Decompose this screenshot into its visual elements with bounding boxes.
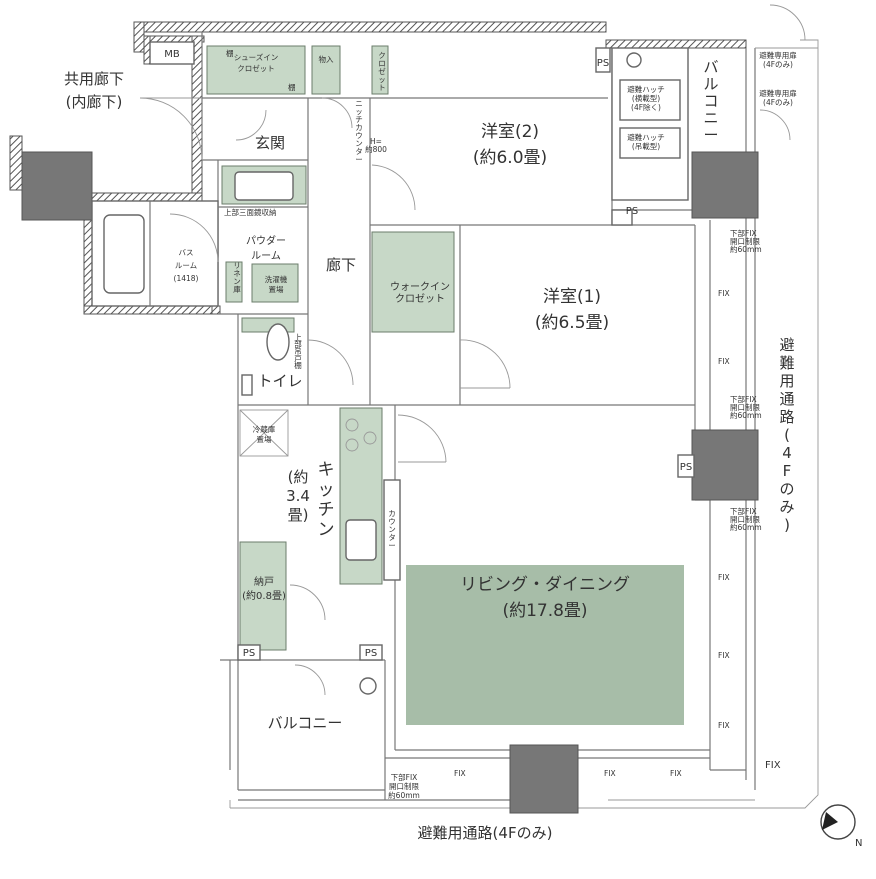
linen-fill	[225, 261, 243, 303]
column-mid-right	[691, 429, 759, 501]
ps-boxes	[237, 47, 695, 661]
ps-label-2: PS	[243, 648, 255, 659]
fix-label-b1: FIX	[454, 769, 466, 778]
washer-fill	[251, 263, 299, 303]
walkin-fill	[371, 231, 455, 333]
hatch1-label: 避難ハッチ(横載型)(4F除く)	[627, 84, 665, 112]
kitchen-sink	[345, 519, 377, 561]
toilet-paper	[241, 374, 253, 396]
ps-label-4: PS	[597, 58, 609, 69]
western1-label: 洋室(1)	[543, 287, 601, 307]
mb-box: MB	[149, 41, 195, 65]
drain-icon-right	[626, 52, 642, 68]
entrance-label: 玄関	[255, 134, 285, 152]
interior-walls	[91, 32, 819, 809]
hatch2-label: 避難ハッチ(吊載型)	[627, 132, 665, 151]
closet-small-label: クロゼット	[378, 51, 386, 92]
mb-label: MB	[164, 49, 180, 60]
sink	[234, 171, 294, 201]
western2-size: (約6.0畳)	[473, 148, 547, 168]
h800-label: H=約800	[365, 137, 387, 154]
closet-small-fill	[371, 45, 389, 95]
niche-counter-label: ニッチカウンター	[355, 99, 363, 164]
walkin-label: ウォークインクロゼット	[390, 281, 450, 305]
escape-door1-label: 避難専用扉(4Fのみ)	[759, 50, 797, 69]
drain-icon	[359, 677, 377, 695]
washer-label: 洗濯機置場	[265, 274, 288, 294]
fix-label-r4: FIX	[718, 651, 730, 660]
common-corridor-label: 共用廊下	[64, 70, 124, 88]
pantry-label: 納戸(約0.8畳)	[242, 575, 286, 602]
western2-label: 洋室(2)	[481, 122, 539, 142]
structural-column	[21, 151, 93, 221]
north-compass-icon	[820, 804, 856, 840]
multiline-labels: シューズインクロゼット 物入 バスルーム(1418) パウダールーム 洗濯機置場…	[174, 50, 798, 800]
ps-label-1: PS	[626, 206, 638, 217]
kitchen-label: キッチン	[318, 460, 335, 540]
north-label: N	[855, 838, 862, 849]
shelf-label-1: 棚	[226, 48, 234, 58]
counter-label: カウンター	[388, 509, 396, 550]
hatch-box-2	[619, 127, 681, 159]
fixtures	[103, 52, 681, 695]
shelf-label-2: 棚	[288, 82, 296, 92]
fix-label-r3: FIX	[718, 573, 730, 582]
corridor-label: 廊下	[326, 256, 356, 274]
bathtub	[103, 214, 145, 294]
toilet-shelf-label: 上部吊戸棚	[294, 333, 302, 370]
ps-label-5: PS	[680, 462, 692, 473]
fix-label-corner: FIX	[765, 760, 781, 771]
linen-label: リネン庫	[233, 261, 241, 294]
room-labels: 共用廊下 (内廊下) 玄関 廊下 トイレ 洋室(2) (約6.0畳) 洋室(1)…	[64, 48, 862, 849]
ldk-label: リビング・ダイニング	[460, 575, 630, 595]
storage-fill	[311, 45, 341, 95]
ldk-fill	[406, 565, 684, 725]
door-swings	[139, 4, 806, 696]
fix-label-r1: FIX	[718, 289, 730, 298]
bath-label: バスルーム(1418)	[174, 248, 199, 283]
fix-label-r2: FIX	[718, 357, 730, 366]
common-corridor-sub-label: (内廊下)	[66, 93, 123, 111]
fix-label-r5: FIX	[718, 721, 730, 730]
hatch-box-1	[619, 79, 681, 121]
column-top-right	[691, 151, 759, 219]
balcony-bottom-label: バルコニー	[268, 714, 343, 732]
balcony-right-label: バルコニー	[703, 58, 718, 144]
escape-door2-label: 避難専用扉(4Fのみ)	[759, 88, 797, 107]
storage-label: 物入	[319, 54, 334, 64]
fix-label-b2: FIX	[604, 769, 616, 778]
western1-size: (約6.5畳)	[535, 313, 609, 333]
toilet-bowl	[266, 323, 290, 361]
storage-fills	[206, 45, 684, 725]
toilet-label: トイレ	[257, 372, 302, 390]
ps-label-3: PS	[365, 648, 377, 659]
fridge-label: 冷蔵庫置場	[253, 424, 276, 444]
column-bottom	[509, 744, 579, 814]
shoe-closet-label: シューズインクロゼット	[234, 52, 279, 73]
fix-label-b3: FIX	[670, 769, 682, 778]
escape-bottom-label: 避難用通路(4Fのみ)	[418, 824, 553, 842]
upper-storage-label: 上部三面鏡収納	[224, 207, 277, 217]
counter-box	[383, 479, 401, 581]
powder-label: パウダールーム	[246, 234, 286, 262]
shoe-closet-fill	[206, 45, 306, 95]
pantry-fill	[239, 541, 287, 651]
ldk-size: (約17.8畳)	[502, 601, 587, 621]
